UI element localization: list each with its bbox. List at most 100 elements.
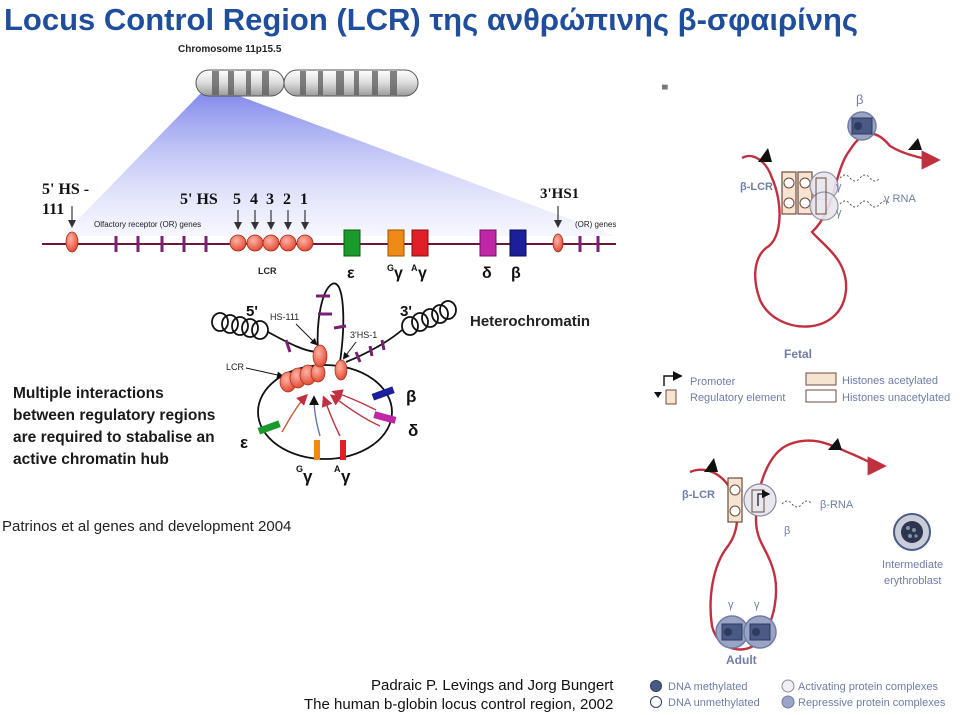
fetal-loop bbox=[741, 132, 941, 328]
legend-activating: Activating protein complexes bbox=[798, 681, 939, 693]
slide-title: Locus Control Region (LCR) της ανθρώπινη… bbox=[4, 2, 859, 37]
hub-a-gamma-label: γ bbox=[341, 467, 351, 486]
hs-number-3: 3 bbox=[266, 191, 274, 208]
citation-levings: Padraic P. Levings and Jorg Bungert The … bbox=[304, 676, 613, 714]
chromosome-bands bbox=[212, 71, 397, 95]
gene-label-epsilon: ε bbox=[347, 265, 355, 282]
or-genes-left-label: Olfactory receptor (OR) genes bbox=[94, 220, 201, 229]
citation-authors: Padraic P. Levings and Jorg Bungert bbox=[370, 677, 614, 694]
hub-strand-left bbox=[267, 331, 319, 353]
legend-promoter-icon bbox=[663, 371, 683, 386]
citation-title: The human b-globin locus control region,… bbox=[304, 696, 614, 713]
legend-top: Promoter Regulatory element Histones ace… bbox=[654, 371, 950, 405]
hub-hs-sites bbox=[279, 344, 348, 393]
hub-hs3-arrow bbox=[342, 341, 357, 360]
adult-beta-lcr: β-LCR bbox=[682, 489, 715, 501]
adult-loop bbox=[689, 439, 887, 651]
hub-purple-ticks bbox=[284, 294, 386, 363]
note-line: between regulatory regions bbox=[13, 407, 216, 424]
chromosome-panel: Chromosome 11p15.5 bbox=[62, 44, 615, 236]
hub-three-prime: 3' bbox=[400, 303, 412, 320]
legend-unmethylated-icon bbox=[650, 696, 662, 708]
locus-map: 5' HS - 111 Olfactory receptor (OR) gene… bbox=[42, 181, 616, 282]
chromatin-hub: 5' 3' HS-111 3'HS-1 Heterochromatin LCR bbox=[211, 282, 590, 486]
adult-gamma-b: γ bbox=[754, 599, 760, 611]
or-gene-ticks-right bbox=[578, 236, 600, 252]
hub-main-loop bbox=[257, 364, 393, 460]
gene-label-a-gamma-sup: A bbox=[411, 263, 418, 273]
legend-unacetylated: Histones unacetylated bbox=[842, 392, 950, 404]
adult-gamma-dot-b bbox=[752, 628, 760, 636]
legend-repressive-icon bbox=[781, 695, 795, 709]
legend-activating-icon bbox=[781, 679, 795, 693]
hub-hs111-label: HS-111 bbox=[270, 312, 299, 322]
fetal-gamma-box bbox=[815, 177, 827, 215]
legend-repressive: Repressive protein complexes bbox=[798, 697, 946, 709]
hub-delta-label: δ bbox=[408, 421, 418, 440]
hs-numbers: 5 4 3 2 1 bbox=[233, 191, 308, 208]
coil-right bbox=[401, 300, 457, 336]
hub-five-prime: 5' bbox=[246, 303, 258, 320]
adult-title: Adult bbox=[726, 653, 757, 667]
erythroblast-label-1: Intermediate bbox=[882, 559, 943, 571]
adult-triangle-left bbox=[704, 458, 718, 472]
hub-hs3-label: 3'HS-1 bbox=[350, 330, 377, 340]
gene-beta bbox=[509, 229, 527, 257]
hub-a-sup: A bbox=[334, 464, 341, 474]
gene-label-g-gamma-sup: G bbox=[387, 263, 394, 273]
hub-beta-label: β bbox=[406, 387, 416, 406]
legend-dna-methylated: DNA methylated bbox=[668, 681, 747, 693]
hs-number-1: 1 bbox=[300, 191, 308, 208]
note-line: are required to stabalise an bbox=[13, 429, 215, 446]
fetal-gamma-b: γ bbox=[836, 207, 842, 219]
chromosome-arm-left bbox=[195, 69, 285, 97]
adult-panel: β-LCR β β-RNA Intermediate erythroblast … bbox=[682, 438, 943, 667]
gene-g-gamma bbox=[387, 229, 405, 257]
gene-epsilon bbox=[343, 229, 361, 257]
legend-regulatory: Regulatory element bbox=[690, 392, 785, 404]
gene-label-a-gamma: γ bbox=[418, 265, 427, 282]
hub-gene-g-gamma bbox=[314, 440, 320, 460]
legend-bottom: DNA methylated DNA unmethylated Activati… bbox=[650, 679, 946, 709]
erythroblast-nucleus bbox=[901, 521, 923, 543]
hub-gene-a-gamma bbox=[340, 440, 346, 460]
multiple-interactions-note: Multiple interactions between regulatory… bbox=[13, 383, 215, 471]
hs-sites bbox=[229, 234, 314, 252]
adult-beta-complex bbox=[743, 483, 777, 517]
gene-a-gamma bbox=[411, 229, 429, 257]
fetal-gamma-a: γ bbox=[836, 181, 842, 193]
or-gene-ticks-left bbox=[114, 236, 208, 252]
corner-mark: ▀ bbox=[662, 84, 668, 94]
adult-rna-wave bbox=[781, 500, 813, 508]
fetal-beta-lcr: β-LCR bbox=[740, 181, 773, 193]
lcr-label: LCR bbox=[258, 266, 277, 276]
legend-acetylated-box bbox=[805, 372, 837, 386]
gene-label-beta: β bbox=[511, 265, 521, 282]
note-line: active chromatin hub bbox=[13, 451, 169, 468]
legend-dna-unmethylated: DNA unmethylated bbox=[668, 697, 760, 709]
adult-beta-rna: β-RNA bbox=[820, 499, 854, 511]
fetal-triangle-left bbox=[758, 148, 772, 162]
citation-patrinos: Patrinos et al genes and development 200… bbox=[2, 518, 292, 535]
legend-acetylated: Histones acetylated bbox=[842, 375, 938, 387]
note-line: Multiple interactions bbox=[13, 385, 164, 402]
fetal-beta-dot bbox=[854, 122, 862, 130]
erythroblast-chromatin bbox=[906, 526, 918, 538]
hub-lcr-label: LCR bbox=[226, 362, 245, 372]
hub-interaction-arrows bbox=[281, 389, 381, 437]
hub-gene-epsilon bbox=[257, 420, 281, 435]
adult-beta: β bbox=[784, 525, 790, 537]
fetal-rna-waves bbox=[839, 174, 891, 208]
adult-beta-box bbox=[751, 489, 765, 513]
adult-lcr-dots bbox=[729, 484, 741, 517]
gene-label-g-gamma: γ bbox=[394, 265, 403, 282]
adult-beta-promoter bbox=[757, 489, 771, 506]
fetal-beta-top: β bbox=[856, 92, 863, 107]
hs111-site bbox=[65, 231, 79, 253]
hub-g-sup: G bbox=[296, 464, 303, 474]
legend-methylated-icon bbox=[650, 680, 662, 692]
legend-unacetylated-box bbox=[805, 389, 837, 403]
hub-gene-delta bbox=[373, 411, 397, 424]
fetal-gamma-rna: γ RNA bbox=[884, 193, 916, 205]
adult-triangle-right bbox=[828, 438, 842, 450]
